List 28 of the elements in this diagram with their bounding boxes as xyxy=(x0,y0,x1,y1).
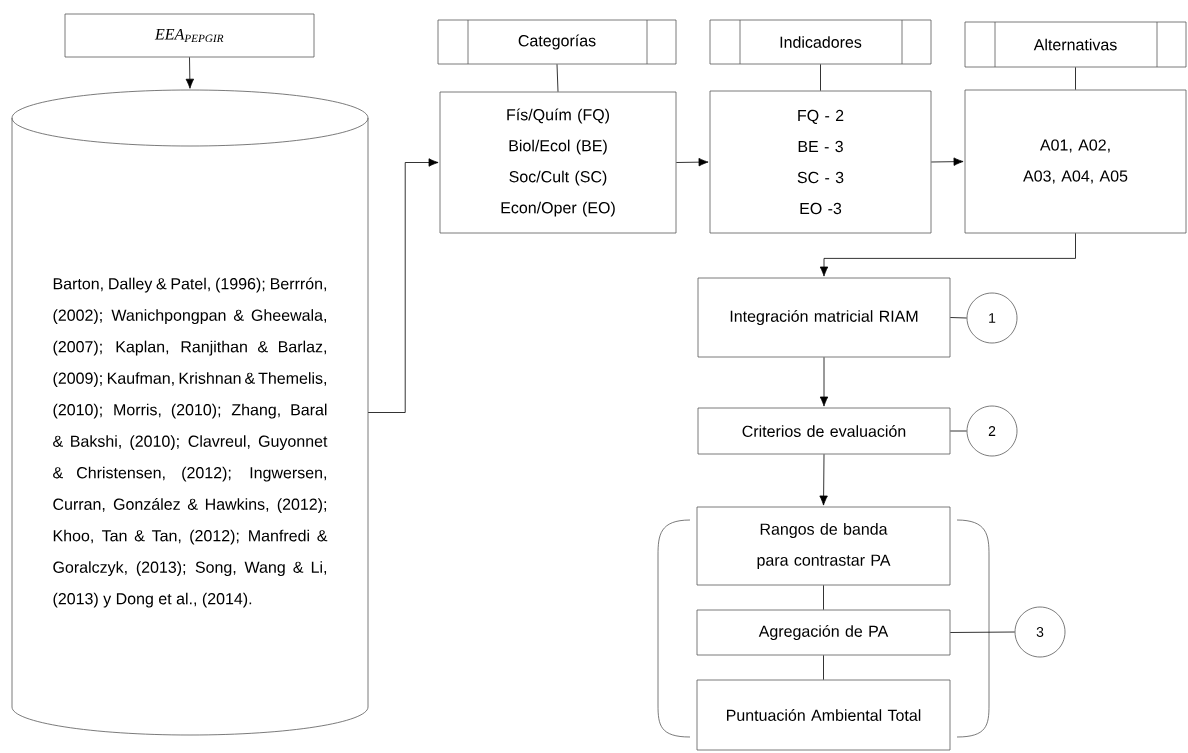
connector-line xyxy=(823,655,824,680)
process-box: Fís/Quím (FQ) Biol/Ecol (BE) Soc/Cult (SC) Econ/Oper (EO) xyxy=(439,91,677,234)
arrow xyxy=(819,454,828,506)
connector-line xyxy=(823,585,824,610)
arrow xyxy=(185,57,194,89)
connector-line xyxy=(950,317,967,319)
process-box: Agregación de PA xyxy=(696,609,951,656)
process-box: Rangos de banda para contrastar PA xyxy=(696,506,951,586)
database-cylinder: Barton, Dalley & Patel, (1996); Berrrón, (2002); Wanichpongpan & Gheewala, (2007); Kaplan, Ranjithan & Barlaz, (2009); Kaufman, Krishnan & Themelis, (2010); Morris, (2010); Zhang, Baral & Bakshi, (2010); Clavreul, Guyonnet & Christensen, (2012); Ingwersen, Curran, González & Hawkins, (2012); Khoo, Tan & Tan, (2012); Manfredi & Goralczyk, (2013); Song, Wang & Li, (2013) y Dong et al., (2014). xyxy=(11,89,369,736)
process-box: FQ - 2 BE - 3 SC - 3 EO -3 xyxy=(709,90,932,234)
arrow xyxy=(819,233,1076,277)
connector-line xyxy=(1075,67,1076,90)
process-box: A01, A02, A03, A04, A05 xyxy=(964,89,1187,234)
arrow xyxy=(676,158,709,167)
connector-line xyxy=(950,631,1015,633)
alternative-header-box: Alternativas xyxy=(964,21,1187,68)
connector-line xyxy=(556,64,559,92)
category-header-box: Categorías xyxy=(437,19,677,65)
connector-line xyxy=(820,64,821,91)
arrow xyxy=(367,158,439,413)
process-box: Criterios de evaluación xyxy=(697,407,951,455)
connector-line xyxy=(950,430,967,432)
arrow xyxy=(819,357,829,407)
indicator-header-box: Indicadores xyxy=(709,19,932,65)
title-box: EEA$_{PEPGIR}$ xyxy=(64,13,315,58)
process-box: Integración matricial RIAM xyxy=(697,277,951,358)
process-box: Puntuación Ambiental Total xyxy=(696,679,951,751)
arrow xyxy=(931,157,964,166)
